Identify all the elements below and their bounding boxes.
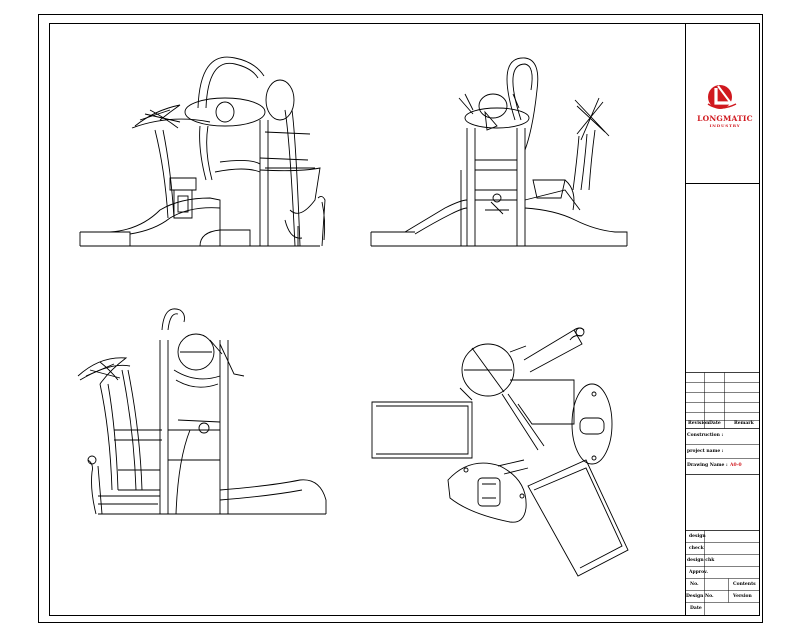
longmatic-logo-icon <box>707 85 737 109</box>
sign-row-label: check <box>689 546 704 551</box>
construction-label: Construction : <box>687 433 724 438</box>
sign-row-label: Contents <box>733 582 756 587</box>
sign-row-label: design chk <box>687 558 715 563</box>
drawing-name-value: A0-0 <box>730 463 742 468</box>
front-elevation-view <box>79 56 326 247</box>
plan-view <box>371 327 629 577</box>
rear-elevation-view <box>77 308 327 515</box>
sign-row-label: Design No. <box>686 594 714 599</box>
sign-row-label: Approv. <box>689 570 708 575</box>
sign-row-label: No. <box>690 582 699 587</box>
drawing-name-label: Drawing Name : <box>687 463 728 468</box>
sign-row-label: Version <box>733 594 752 599</box>
date-header: Date <box>709 421 721 426</box>
remark-header: Remark <box>734 421 754 426</box>
sign-row-label: design <box>689 534 706 539</box>
sign-row-label: Date <box>690 606 702 611</box>
side-elevation-view <box>370 57 628 247</box>
logo-subtitle: INDUSTRY <box>709 123 741 128</box>
revision-header: Revision <box>688 421 710 426</box>
project-name-label: project name : <box>687 449 724 454</box>
logo-name: LONGMATIC <box>697 114 753 123</box>
